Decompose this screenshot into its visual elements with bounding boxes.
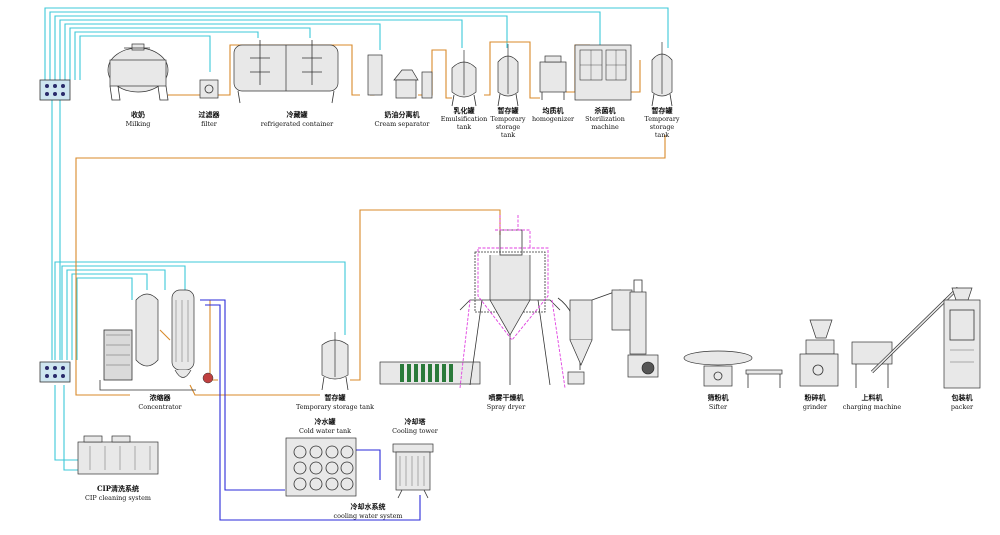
label-homogenizer: 均质机 homogenizer	[532, 106, 575, 123]
svg-text:Cold water tank: Cold water tank	[299, 427, 351, 435]
svg-text:grinder: grinder	[803, 403, 828, 411]
label-cooling-water-system: 冷却水系统 cooling water system	[334, 502, 403, 520]
cip-pipes-bottom	[54, 261, 346, 471]
svg-text:storage: storage	[650, 123, 675, 131]
cream-separator	[367, 54, 433, 99]
svg-text:筛粉机: 筛粉机	[708, 393, 729, 402]
label-charging-machine: 上料机 charging machine	[843, 393, 902, 411]
svg-text:乳化罐: 乳化罐	[454, 106, 475, 115]
svg-text:奶油分离机: 奶油分离机	[385, 110, 420, 119]
cip-pipes-top	[44, 7, 669, 360]
label-cooling-tower: 冷却塔 Cooling tower	[392, 417, 439, 435]
emulsification-tank	[451, 50, 477, 107]
svg-text:refrigerated container: refrigerated container	[261, 120, 334, 128]
label-cip-system: CIP清洗系统 CIP cleaning system	[85, 484, 151, 502]
cold-water-tank	[285, 437, 357, 497]
svg-text:Sifter: Sifter	[709, 403, 728, 411]
svg-text:Sterilization: Sterilization	[585, 115, 625, 123]
label-sifter: 筛粉机 Sifter	[708, 393, 729, 411]
svg-text:浓缩器: 浓缩器	[150, 393, 172, 402]
svg-text:Emulsification: Emulsification	[441, 115, 487, 123]
grinder	[799, 319, 839, 387]
heater-tubes	[400, 364, 453, 382]
svg-text:暂存罐: 暂存罐	[652, 106, 673, 115]
sifter	[683, 350, 753, 387]
svg-text:Milking: Milking	[126, 120, 151, 128]
svg-text:包装机: 包装机	[952, 393, 973, 402]
svg-text:杀菌机: 杀菌机	[595, 106, 616, 115]
svg-text:过滤器: 过滤器	[199, 110, 221, 119]
svg-text:homogenizer: homogenizer	[532, 115, 575, 123]
svg-text:Temporary storage tank: Temporary storage tank	[296, 403, 374, 411]
svg-text:CIP清洗系统: CIP清洗系统	[97, 484, 139, 493]
sifter-table	[745, 369, 783, 388]
sterilization-machine	[574, 44, 632, 101]
cip-cleaning-system	[77, 435, 159, 475]
label-temp-storage-1: 暂存罐 Temporary storage tank	[490, 106, 525, 139]
label-spray-dryer: 喷雾干燥机 Spray dryer	[487, 393, 527, 411]
label-filter: 过滤器 filter	[199, 110, 221, 128]
svg-text:收奶: 收奶	[131, 110, 145, 119]
svg-text:tank: tank	[457, 123, 471, 131]
concentrator	[99, 289, 214, 391]
svg-text:machine: machine	[591, 123, 619, 131]
cooling-tower	[392, 443, 434, 499]
svg-text:冷却水系统: 冷却水系统	[351, 502, 386, 511]
svg-text:filter: filter	[201, 120, 218, 128]
svg-text:Spray dryer: Spray dryer	[487, 403, 527, 411]
svg-text:charging machine: charging machine	[843, 403, 902, 411]
spray-dryer-highlight	[459, 215, 566, 389]
svg-text:粉碎机: 粉碎机	[805, 393, 826, 402]
svg-text:tank: tank	[501, 131, 515, 139]
label-cream-separator: 奶油分离机 Cream separator	[375, 110, 431, 128]
svg-text:Cream separator: Cream separator	[375, 120, 431, 128]
svg-text:Cooling tower: Cooling tower	[392, 427, 439, 435]
svg-text:Temporary: Temporary	[644, 115, 679, 123]
svg-text:storage: storage	[496, 123, 521, 131]
temporary-storage-tank-3	[321, 332, 349, 391]
svg-text:上料机: 上料机	[862, 393, 883, 402]
svg-text:Concentrator: Concentrator	[138, 403, 182, 411]
svg-text:均质机: 均质机	[543, 106, 564, 115]
svg-text:冷水罐: 冷水罐	[315, 417, 336, 426]
svg-text:冷却塔: 冷却塔	[405, 417, 427, 426]
cip-manifold-bottom	[39, 361, 71, 383]
svg-text:packer: packer	[951, 403, 974, 411]
temporary-storage-tank-1	[497, 44, 519, 107]
charging-machine	[851, 286, 960, 388]
svg-text:暂存罐: 暂存罐	[498, 106, 519, 115]
svg-text:喷雾干燥机: 喷雾干燥机	[489, 393, 524, 402]
svg-text:cooling water system: cooling water system	[334, 512, 403, 520]
temporary-storage-tank-2	[651, 42, 673, 107]
svg-text:tank: tank	[655, 131, 669, 139]
svg-text:Temporary: Temporary	[490, 115, 525, 123]
label-cold-water-tank: 冷水罐 Cold water tank	[299, 417, 351, 435]
svg-text:CIP cleaning system: CIP cleaning system	[85, 494, 151, 502]
refrigerated-container	[233, 40, 339, 104]
label-concentrator: 浓缩器 Concentrator	[138, 393, 182, 411]
homogenizer	[539, 55, 567, 100]
label-refrigerated: 冷藏罐 refrigerated container	[261, 110, 334, 128]
svg-text:冷藏罐: 冷藏罐	[287, 110, 308, 119]
spray-dryer	[379, 229, 659, 386]
filter-unit	[199, 79, 219, 99]
label-temp-storage-3: 暂存罐 Temporary storage tank	[296, 393, 374, 411]
milking-tank	[107, 43, 169, 101]
packer	[943, 287, 981, 389]
label-sterilization: 杀菌机 Sterilization machine	[585, 106, 625, 131]
label-emulsification: 乳化罐 Emulsification tank	[441, 106, 487, 131]
label-temp-storage-2: 暂存罐 Temporary storage tank	[644, 106, 679, 139]
cip-manifold-top	[39, 79, 71, 101]
label-grinder: 粉碎机 grinder	[803, 393, 828, 411]
svg-text:暂存罐: 暂存罐	[325, 393, 346, 402]
label-milking: 收奶 Milking	[126, 110, 151, 128]
label-packer: 包装机 packer	[951, 393, 974, 411]
